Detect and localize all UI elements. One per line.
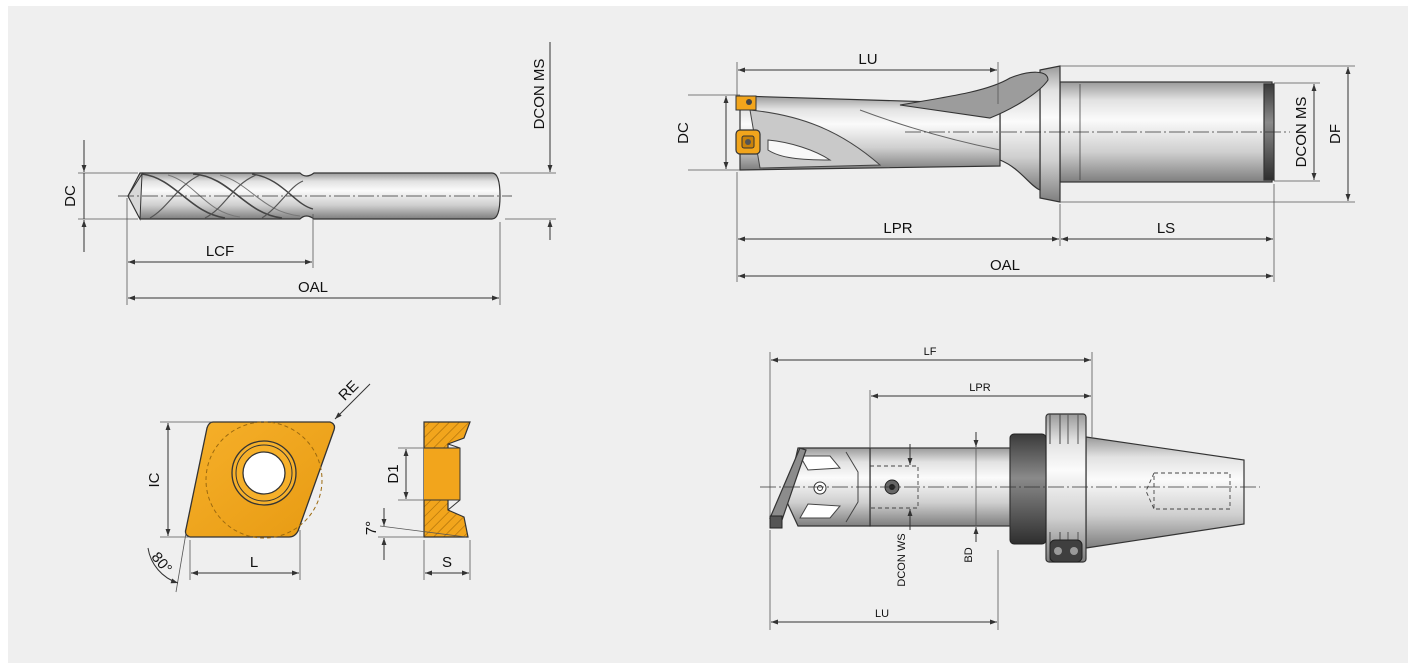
drill-dc-label: DC xyxy=(62,185,79,207)
drill-oal-label: OAL xyxy=(298,279,328,296)
insert-d1-label: D1 xyxy=(385,464,402,483)
holder-lf-label: LF xyxy=(924,346,937,358)
insert-top-view: RE IC 80° L xyxy=(146,377,371,593)
drill-insert-bottom xyxy=(735,129,761,155)
drill-dcon-ms-label: DCON MS xyxy=(531,59,548,130)
boring-bar-view: LF LPR DCON WS BD LU xyxy=(760,346,1260,630)
indexable-oal-label: OAL xyxy=(990,257,1020,274)
holder-band xyxy=(1009,433,1047,545)
drill-flutes xyxy=(127,172,314,221)
solid-drill-view: DC DCON MS LCF OAL xyxy=(62,42,556,305)
indexable-lu-label: LU xyxy=(858,51,877,68)
holder-lu-label: LU xyxy=(875,608,889,620)
indexable-lpr-label: LPR xyxy=(883,220,912,237)
insert-side-view: D1 7° S xyxy=(363,421,471,580)
insert-s-label: S xyxy=(442,554,452,571)
indexable-dc-label: DC xyxy=(675,122,692,144)
insert-hole xyxy=(242,451,286,495)
indexable-drill-view: LU DC DCON MS DF LPR LS OAL xyxy=(675,51,1355,282)
holder-dcon-ws-label: DCON WS xyxy=(896,533,908,586)
insert-l-label: L xyxy=(250,554,258,571)
indexable-dcon-ms-label: DCON MS xyxy=(1293,97,1310,168)
insert-ic-label: IC xyxy=(146,472,163,487)
indexable-df-label: DF xyxy=(1327,124,1344,144)
insert-side-angle-label: 7° xyxy=(363,521,380,535)
holder-lpr-label: LPR xyxy=(969,382,990,394)
drill-lcf-label: LCF xyxy=(206,243,234,260)
drill-insert-top xyxy=(735,95,757,111)
indexable-ls-label: LS xyxy=(1157,220,1175,237)
holder-bd-label: BD xyxy=(963,547,975,562)
